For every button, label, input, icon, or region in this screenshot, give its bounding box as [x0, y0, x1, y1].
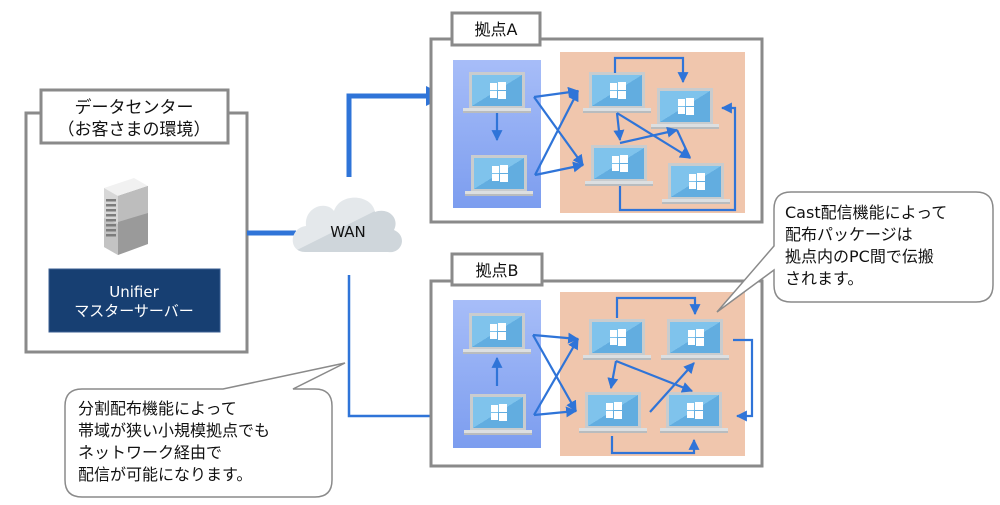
master-server-label: マスターサーバー: [74, 302, 194, 320]
site-b-arrows: [491, 296, 754, 455]
site-b-label-box: [450, 252, 544, 287]
site-a-group: 拠点A: [429, 11, 764, 224]
datacenter-group: データセンター （お客さまの環境） Unifier マスターサーバー: [24, 88, 249, 354]
site-a-peer-laptop-1: [583, 72, 651, 113]
cast-callout-line3: 拠点内のPC間で伝搬: [785, 247, 934, 266]
site-b-peer-laptop-4: [660, 392, 728, 433]
wan-links: [247, 86, 460, 423]
wan-to-site-a-link: [346, 86, 446, 177]
cast-callout-line1: Cast配信機能によって: [785, 203, 947, 222]
site-b-group: 拠点B: [429, 252, 764, 468]
site-a-peer-laptop-2: [651, 88, 719, 129]
wan-label: WAN: [330, 223, 366, 241]
split-callout-line2: 帯域が狭い小規模拠点でも: [78, 421, 270, 440]
datacenter-title-line1: データセンター: [75, 97, 194, 118]
site-b-peer-laptop-1: [583, 319, 651, 360]
cast-callout-line2: 配布パッケージは: [785, 225, 913, 244]
site-a-arrows: [491, 56, 737, 212]
site-a-label-box: [450, 11, 542, 47]
split-callout: 分割配布機能によって 帯域が狭い小規模拠点でも ネットワーク経由で 配信が可能に…: [64, 362, 346, 498]
datacenter-title-line2: （お客さまの環境）: [58, 120, 211, 140]
site-a-label: 拠点A: [475, 20, 518, 39]
site-b-relay-laptop-2: [464, 394, 532, 435]
site-a-relay-laptop-2: [465, 155, 533, 196]
site-a-peer-laptop-4: [662, 163, 730, 204]
server-tower-icon: [104, 178, 148, 255]
split-callout-line4: 配信が可能になります。: [78, 465, 252, 484]
site-b-peer-laptop-3: [579, 392, 647, 433]
site-b-relay-laptop-1: [463, 313, 531, 354]
cloud-icon: WAN: [292, 197, 402, 253]
split-callout-line1: 分割配布機能によって: [78, 399, 237, 418]
site-b-label: 拠点B: [476, 261, 519, 280]
cast-callout: Cast配信機能によって 配布パッケージは 拠点内のPC間で伝搬 されます。: [716, 191, 994, 313]
split-callout-line3: ネットワーク経由で: [78, 443, 222, 462]
site-b-peer-laptop-2: [661, 319, 729, 360]
cast-callout-line4: されます。: [785, 269, 863, 288]
wan-to-site-b-link: [347, 275, 460, 423]
site-a-peer-laptop-3: [585, 145, 653, 186]
datacenter-title-box: [39, 88, 230, 145]
site-a-relay-laptop-1: [463, 72, 531, 113]
unifier-master-server-box: [48, 268, 221, 333]
unifier-label: Unifier: [109, 283, 159, 301]
